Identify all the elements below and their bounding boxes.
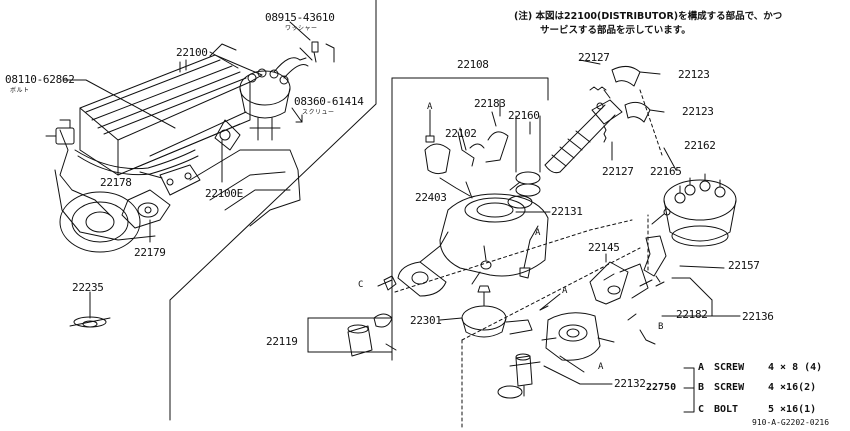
ref-a-top: A xyxy=(427,102,433,112)
legend-size: 4 ×16(2) xyxy=(768,382,817,393)
ref-a-lower: A xyxy=(562,286,568,296)
part-22235-drawing xyxy=(69,291,111,328)
legend-row-b: B SCREW 4 ×16(2) xyxy=(698,382,818,396)
callout-22160: 22160 xyxy=(508,109,540,122)
engine-drawing xyxy=(45,21,335,253)
drawing-number: 910-A-G2202-0216 xyxy=(752,418,830,427)
callout-08915-43610: 08915-43610 xyxy=(265,11,335,24)
exploded-drawing xyxy=(307,59,741,431)
callout-08110-62862: 08110-62862 xyxy=(5,73,75,86)
callout-22123-top: 22123 xyxy=(678,68,710,81)
callout-22165: 22165 xyxy=(650,165,682,178)
callout-22102: 22102 xyxy=(445,127,477,140)
callout-22162: 22162 xyxy=(684,139,716,152)
ref-c: C xyxy=(358,280,364,290)
callout-22127-mid: 22127 xyxy=(602,165,634,178)
legend-name: SCREW xyxy=(714,382,745,393)
callout-22123-mid: 22123 xyxy=(682,105,714,118)
ref-a-bottom: A xyxy=(598,362,604,372)
callout-08360-61414: 08360-61414 xyxy=(294,95,364,108)
callout-22183: 22183 xyxy=(474,97,506,110)
legend-row-a: A SCREW 4 × 8 (4) xyxy=(698,362,822,376)
callout-22178: 22178 xyxy=(100,176,132,189)
separator-line xyxy=(169,0,377,421)
legend-ref: C xyxy=(698,404,705,415)
callout-22157: 22157 xyxy=(728,259,760,272)
ref-a-mid: A xyxy=(535,228,541,238)
legend-name: BOLT xyxy=(714,404,739,415)
legend-name: SCREW xyxy=(714,362,745,373)
ref-b: B xyxy=(658,322,664,332)
label-screw: スクリュー xyxy=(302,109,335,116)
note-line-1: (注) 本図は22100(DISTRIBUTOR)を構成する部品で、かつ xyxy=(514,11,783,22)
legend-ref: A xyxy=(698,362,705,373)
legend-ref: B xyxy=(698,382,705,393)
label-washer: ワッシャー xyxy=(285,25,318,32)
legend-size: 4 × 8 (4) xyxy=(768,362,823,373)
callout-22119: 22119 xyxy=(266,335,298,348)
callout-22301: 22301 xyxy=(410,314,442,327)
legend-group-code: 22750 xyxy=(646,382,677,393)
callout-22108: 22108 xyxy=(457,58,489,71)
callout-22132: 22132 xyxy=(614,377,646,390)
note-line-2: サービスする部品を示しています。 xyxy=(540,25,691,36)
label-bolt: ボルト xyxy=(10,87,30,94)
callout-22100E: 22100E xyxy=(205,187,243,200)
callout-22182: 22182 xyxy=(676,308,708,321)
callout-22131: 22131 xyxy=(551,205,583,218)
callout-22179: 22179 xyxy=(134,246,166,259)
legend-size: 5 ×16(1) xyxy=(768,404,817,415)
callout-22145: 22145 xyxy=(588,241,620,254)
callout-22235: 22235 xyxy=(72,281,104,294)
callout-22136: 22136 xyxy=(742,310,774,323)
callout-22403: 22403 xyxy=(415,191,447,204)
callout-22100: 22100 xyxy=(176,46,208,59)
legend-row-c: C BOLT 5 ×16(1) xyxy=(698,404,818,418)
callout-22127-top: 22127 xyxy=(578,51,610,64)
